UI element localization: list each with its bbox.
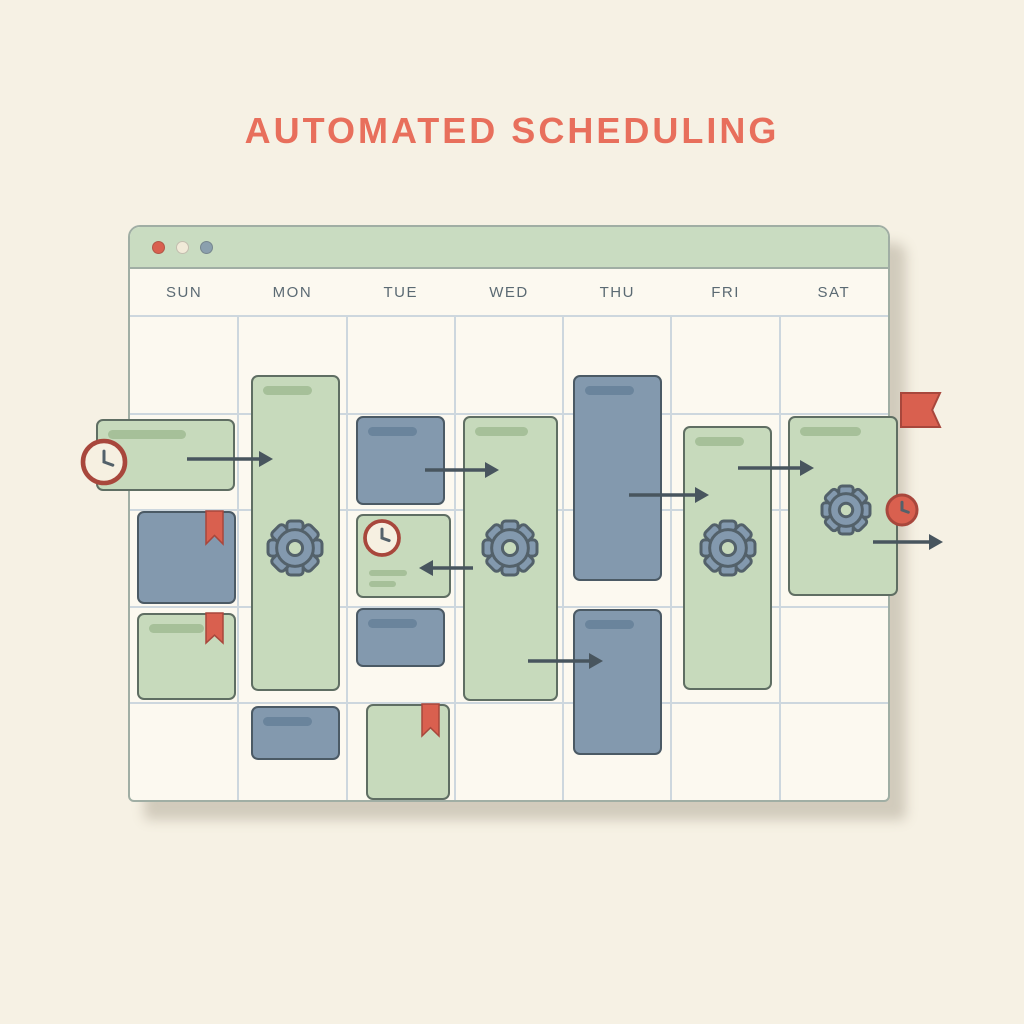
event-sat-green[interactable] [788,416,898,596]
page-title: AUTOMATED SCHEDULING [244,110,780,151]
event-tue-green-clock[interactable] [356,514,451,598]
day-header-row: SUN MON TUE WED THU FRI SAT [130,269,888,317]
day-label-thu: THU [599,283,635,301]
day-label-wed: WED [489,283,529,301]
event-accent-bar [108,430,187,439]
grid-line-vertical [562,317,565,800]
flag-icon [900,392,942,428]
event-wed-tall[interactable] [463,416,558,701]
event-sun-blue[interactable] [137,511,236,604]
day-label-mon: MON [272,283,313,301]
event-text-line [369,581,397,587]
event-sun-wide[interactable] [96,419,235,491]
window-controls [152,240,213,254]
day-label-sat: SAT [817,283,851,301]
event-thu-blue-2[interactable] [573,609,662,755]
event-fri-tall[interactable] [683,426,772,690]
event-accent-bar [149,624,205,633]
event-accent-bar [475,427,528,436]
event-accent-bar [585,620,635,629]
event-tue-blue-1[interactable] [356,416,445,505]
day-label-sun: SUN [166,283,203,301]
grid-line-vertical [237,317,240,800]
event-accent-bar [368,427,418,436]
grid-line-horizontal [130,412,888,415]
event-tue-green-bottom[interactable] [366,704,450,800]
grid-line-vertical [670,317,673,800]
grid-line-horizontal [130,702,888,705]
event-mon-blue-bottom[interactable] [251,706,340,760]
event-sun-green[interactable] [137,613,236,700]
event-accent-bar [368,619,418,628]
grid-line-vertical [345,317,348,800]
event-text-line [369,570,408,576]
event-accent-bar [263,717,313,726]
window-titlebar [130,227,888,269]
event-tue-blue-2[interactable] [356,608,445,667]
window-dot-slate[interactable] [200,240,213,254]
day-label-fri: FRI [711,283,740,301]
event-accent-bar [585,386,635,395]
event-thu-tall[interactable] [573,375,662,581]
grid-line-vertical [453,317,456,800]
grid-line-vertical [778,317,781,800]
window-dot-red[interactable] [152,240,165,254]
event-mon-tall[interactable] [251,375,340,691]
event-accent-bar [800,427,862,436]
event-accent-bar [695,437,745,446]
window-dot-cream[interactable] [176,240,189,254]
day-label-tue: TUE [383,283,418,301]
event-accent-bar [263,386,313,395]
